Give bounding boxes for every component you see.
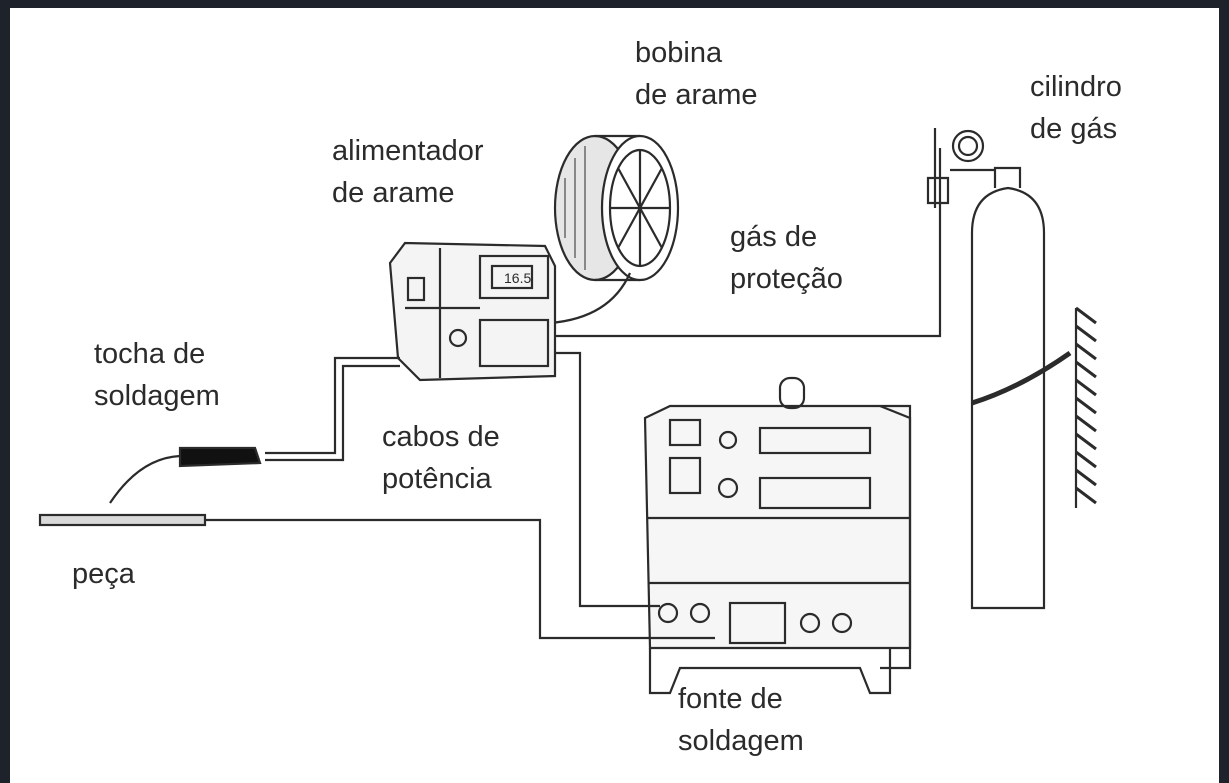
label-gas-line1: gás de — [730, 221, 818, 253]
label-cilindro-line2: de gás — [1030, 113, 1118, 145]
label-cilindro-line1: cilindro — [1030, 71, 1122, 103]
label-cabos-line1: cabos de — [382, 421, 500, 453]
label-tocha-line1: tocha de — [94, 338, 206, 370]
power-cable-torch — [265, 356, 400, 455]
workpiece — [38, 513, 207, 527]
label-alimentador-line2: de arame — [332, 177, 455, 209]
label-bobina: bobina de arame — [635, 32, 758, 116]
label-bobina-line1: bobina — [635, 37, 723, 69]
work-cable — [205, 518, 715, 640]
label-gas: gás de proteção — [730, 216, 843, 300]
welding-power-source — [643, 376, 912, 695]
wire-spool — [549, 134, 680, 325]
label-cabos: cabos de potência — [382, 416, 500, 500]
power-cable-source — [555, 351, 660, 608]
label-peca: peça — [72, 553, 135, 595]
label-fonte-line2: soldagem — [678, 725, 804, 757]
label-alimentador-line1: alimentador — [332, 135, 484, 167]
welding-torch — [109, 446, 262, 504]
label-cabos-line2: potência — [382, 463, 492, 495]
label-gas-line2: proteção — [730, 263, 843, 295]
feeder-display: 16.5 — [504, 270, 531, 286]
label-fonte-line1: fonte de — [678, 683, 783, 715]
label-bobina-line2: de arame — [635, 79, 758, 111]
label-cilindro: cilindro de gás — [1030, 66, 1122, 150]
label-alimentador: alimentador de arame — [332, 130, 484, 214]
wire-feeder — [388, 241, 557, 382]
label-peca-line1: peça — [72, 558, 135, 590]
gas-cylinder — [926, 128, 1097, 610]
gas-hose — [555, 148, 942, 338]
diagram-frame: 16.5 bobina de arame cilindro de gás ali… — [10, 8, 1219, 783]
label-tocha: tocha de soldagem — [94, 333, 220, 417]
label-tocha-line2: soldagem — [94, 380, 220, 412]
diagram-canvas: 16.5 — [38, 128, 1097, 695]
label-fonte: fonte de soldagem — [678, 678, 804, 762]
